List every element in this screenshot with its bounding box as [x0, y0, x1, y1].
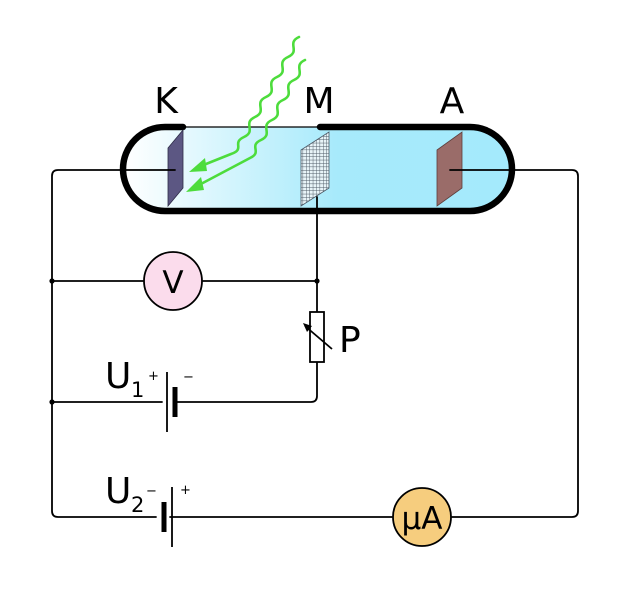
source-u2: U 2 − +	[105, 471, 191, 547]
voltmeter: V	[143, 251, 203, 311]
source-u2-plus: +	[180, 483, 191, 498]
anode-label: A	[440, 81, 465, 122]
rheostat: P	[303, 311, 361, 363]
source-u1-minus: −	[183, 370, 194, 385]
microammeter-label: μA	[402, 501, 443, 537]
source-u1-index: 1	[131, 378, 144, 402]
microammeter: μA	[392, 487, 452, 547]
voltmeter-label: V	[162, 265, 183, 301]
junction-dots	[49, 278, 320, 405]
cathode-label: K	[154, 81, 179, 122]
source-u1: U 1 + −	[105, 356, 194, 432]
source-u1-label: U	[105, 356, 131, 397]
source-u1-plus: +	[148, 369, 159, 384]
mesh-grid-electrode	[300, 131, 330, 207]
rheostat-label: P	[339, 320, 361, 361]
circuit-wires	[51, 169, 579, 518]
source-u2-index: 2	[131, 493, 144, 517]
cathode-plate	[167, 128, 184, 208]
source-u2-label: U	[105, 471, 131, 512]
source-u2-minus: −	[146, 484, 157, 499]
mesh-label: M	[303, 81, 334, 122]
incident-light-rays	[186, 35, 307, 192]
anode-plate	[436, 131, 463, 207]
